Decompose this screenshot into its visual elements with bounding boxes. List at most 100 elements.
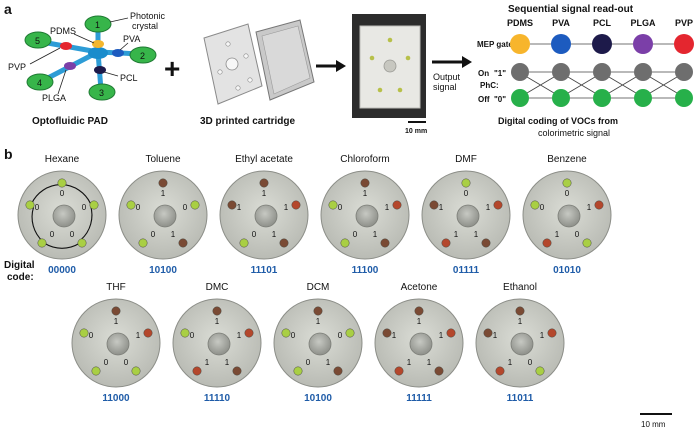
label-crystal: crystal [132, 21, 158, 31]
bit-label: 0 [464, 189, 469, 198]
readout-title: Sequential signal read-out [508, 4, 634, 15]
gate-node [633, 34, 653, 54]
solvent-name: Ethyl acetate [235, 154, 293, 165]
sensor-dot [434, 366, 444, 376]
sensor-dot [360, 178, 370, 188]
bit-label: 1 [215, 317, 220, 326]
bit-label: 1 [326, 358, 331, 367]
label-photonic: Photonic [130, 11, 166, 21]
output-label-line1: Output [433, 72, 461, 82]
bit-label: 1 [171, 230, 176, 239]
sensor-dot [382, 328, 392, 338]
cross-connector [526, 76, 555, 94]
center-well [510, 332, 534, 356]
readout-column-label: PVP [675, 18, 693, 28]
gate-node [674, 34, 694, 54]
on-node [552, 63, 570, 81]
assembled-device-photo [352, 14, 426, 123]
on-node [511, 63, 529, 81]
reservoir-number-2: 2 [140, 51, 145, 61]
sensor-dot [530, 200, 540, 210]
sensor-dot [429, 200, 439, 210]
digital-code-label-line1: Digital [4, 260, 35, 271]
digital-code: 11111 [406, 393, 432, 404]
bit-label: 0 [35, 203, 40, 212]
sensor-dot [441, 238, 451, 248]
on-node [675, 63, 693, 81]
sensor-dot [143, 328, 153, 338]
bit-label: 1 [392, 331, 397, 340]
center-well [355, 204, 379, 228]
panel-a-letter: a [4, 1, 12, 17]
sensor-dot [192, 366, 202, 376]
center-well [456, 204, 480, 228]
solvent-name: DCM [307, 282, 330, 293]
sensor-dot [392, 200, 402, 210]
sensor-dot [394, 366, 404, 376]
bit-label: 0 [338, 331, 343, 340]
bit-label: 1 [363, 189, 368, 198]
solvent-name: Toluene [145, 154, 180, 165]
bit-label: 1 [474, 230, 479, 239]
gate-label: MEP gate: [477, 40, 516, 49]
bit-label: 1 [454, 230, 459, 239]
digital-code: 11011 [507, 393, 534, 404]
arrow-to-photo [316, 60, 346, 72]
bit-label: 1 [518, 317, 523, 326]
bit-label: 1 [439, 203, 444, 212]
readout-caption-line2: colorimetric signal [538, 128, 610, 138]
sensor-dot [281, 328, 291, 338]
off-node [552, 89, 570, 107]
reservoir-number-1: 1 [95, 20, 100, 30]
sensor-dot [515, 306, 525, 316]
scalebar [640, 413, 672, 415]
bit-label: 1 [587, 203, 592, 212]
readout-column-label: PVA [552, 18, 570, 28]
reservoir-number-5: 5 [35, 36, 40, 46]
pad-caption: Optofluidic PAD [32, 116, 108, 127]
off-code: "0" [494, 95, 506, 104]
sensor-dot [461, 178, 471, 188]
center-well [207, 332, 231, 356]
digital-code-label-line2: code: [7, 272, 34, 283]
cross-connector [567, 76, 596, 94]
sensor-dot [190, 200, 200, 210]
bit-label: 1 [385, 203, 390, 212]
bit-label: 1 [272, 230, 277, 239]
bit-label: 0 [124, 358, 129, 367]
bit-label: 1 [114, 317, 119, 326]
plus-sign: + [164, 53, 180, 84]
off-label: Off [478, 95, 490, 104]
bit-label: 1 [237, 203, 242, 212]
bit-label: 1 [225, 358, 230, 367]
sensor-dot [279, 238, 289, 248]
digital-code: 10100 [304, 393, 332, 404]
reservoir-number-3: 3 [99, 88, 104, 98]
flow-arrow-arc [44, 243, 80, 249]
label-pva: PVA [123, 34, 140, 44]
digital-code: 11110 [204, 393, 231, 404]
bit-label: 0 [353, 230, 358, 239]
bit-label: 1 [493, 331, 498, 340]
bit-label: 1 [407, 358, 412, 367]
on-label: On [478, 69, 489, 78]
digital-code: 01010 [553, 265, 581, 276]
solvent-name: Chloroform [340, 154, 389, 165]
sensor-dot [227, 200, 237, 210]
label-plga: PLGA [42, 93, 66, 103]
label-pdms: PDMS [50, 26, 76, 36]
bit-label: 0 [252, 230, 257, 239]
bit-label: 1 [284, 203, 289, 212]
sensor-dot [91, 366, 101, 376]
sensor-dot [239, 238, 249, 248]
digital-code: 11000 [102, 393, 130, 404]
sensor-dot [178, 238, 188, 248]
panel-b-letter: b [4, 146, 13, 162]
